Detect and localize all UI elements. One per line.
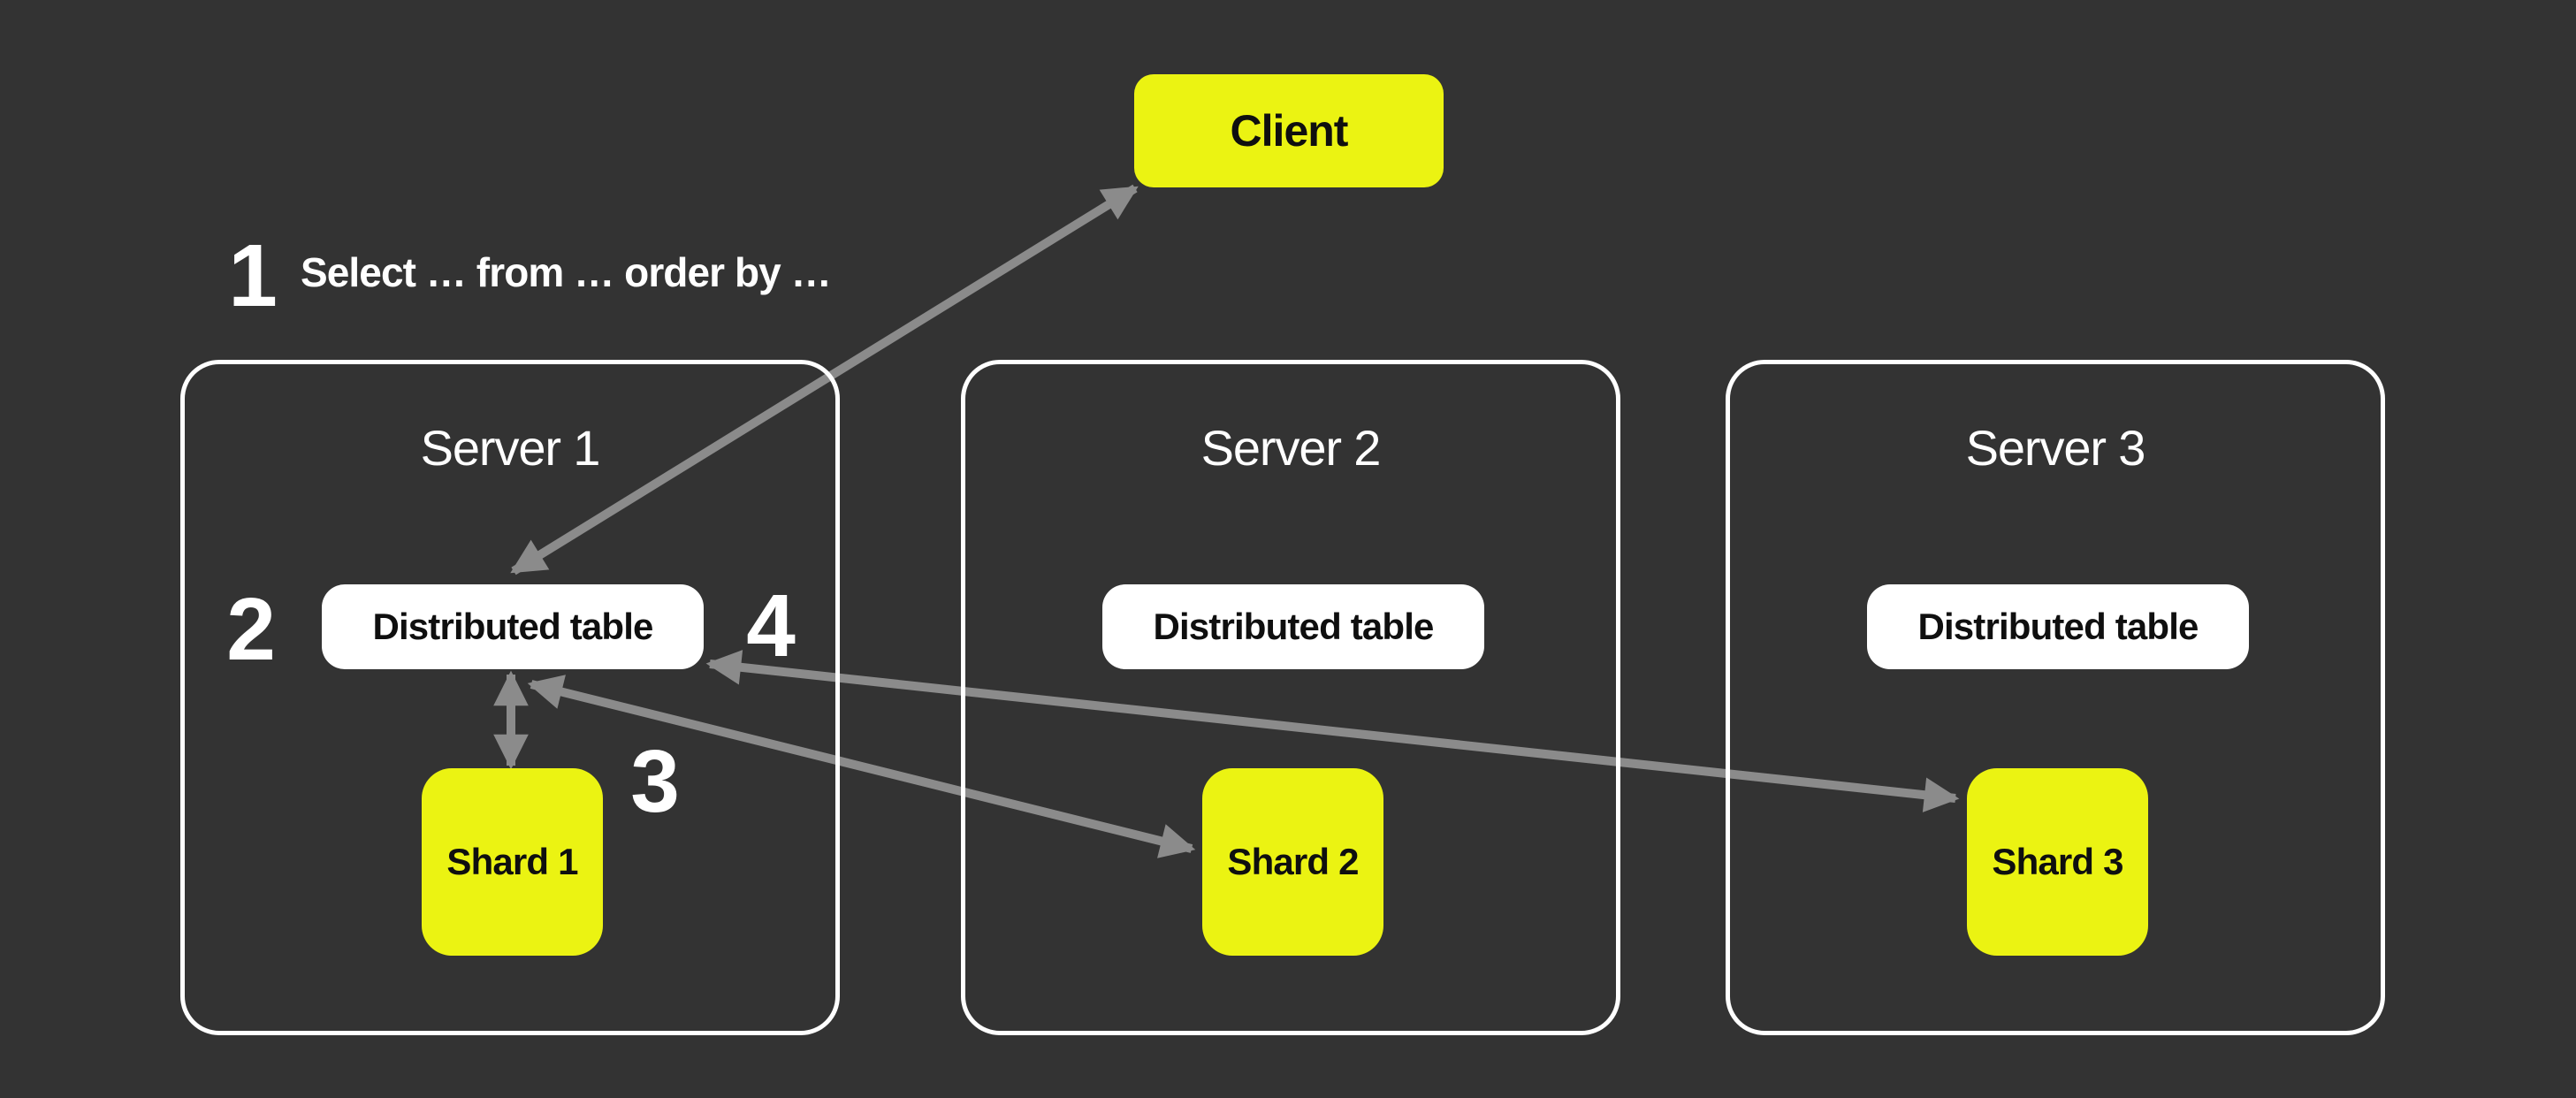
server-3-title: Server 3 bbox=[1965, 420, 2146, 476]
distributed-table-1-label: Distributed table bbox=[372, 606, 653, 647]
step-2-label: 2 bbox=[226, 580, 276, 679]
server-2-title: Server 2 bbox=[1200, 420, 1382, 476]
distributed-table-3-label: Distributed table bbox=[1917, 606, 2199, 647]
distributed-table-2: Distributed table bbox=[1102, 584, 1484, 669]
step-3-label: 3 bbox=[630, 732, 680, 831]
step-1-label: 1 bbox=[228, 226, 278, 325]
shard-2: Shard 2 bbox=[1202, 768, 1383, 956]
server-3-box: Server 3 Distributed table Shard 3 bbox=[1726, 360, 2385, 1035]
server-1-title: Server 1 bbox=[420, 420, 601, 476]
distributed-table-1: Distributed table bbox=[322, 584, 704, 669]
arrow-table1-shard3 bbox=[705, 650, 1960, 812]
shard-2-label: Shard 2 bbox=[1227, 841, 1359, 882]
step-1-query-text: Select … from … order by … bbox=[301, 249, 832, 295]
distributed-table-2-label: Distributed table bbox=[1153, 606, 1434, 647]
server-1-box: Server 1 Distributed table Shard 1 bbox=[180, 360, 840, 1035]
client-label: Client bbox=[1230, 106, 1349, 156]
shard-3-label: Shard 3 bbox=[1992, 841, 2123, 882]
shard-1-label: Shard 1 bbox=[446, 841, 578, 882]
server-2-box: Server 2 Distributed table Shard 2 bbox=[961, 360, 1620, 1035]
distributed-table-3: Distributed table bbox=[1867, 584, 2249, 669]
step-4-label: 4 bbox=[746, 576, 796, 675]
shard-1: Shard 1 bbox=[422, 768, 603, 956]
client-node: Client bbox=[1134, 74, 1444, 187]
shard-3: Shard 3 bbox=[1967, 768, 2148, 956]
